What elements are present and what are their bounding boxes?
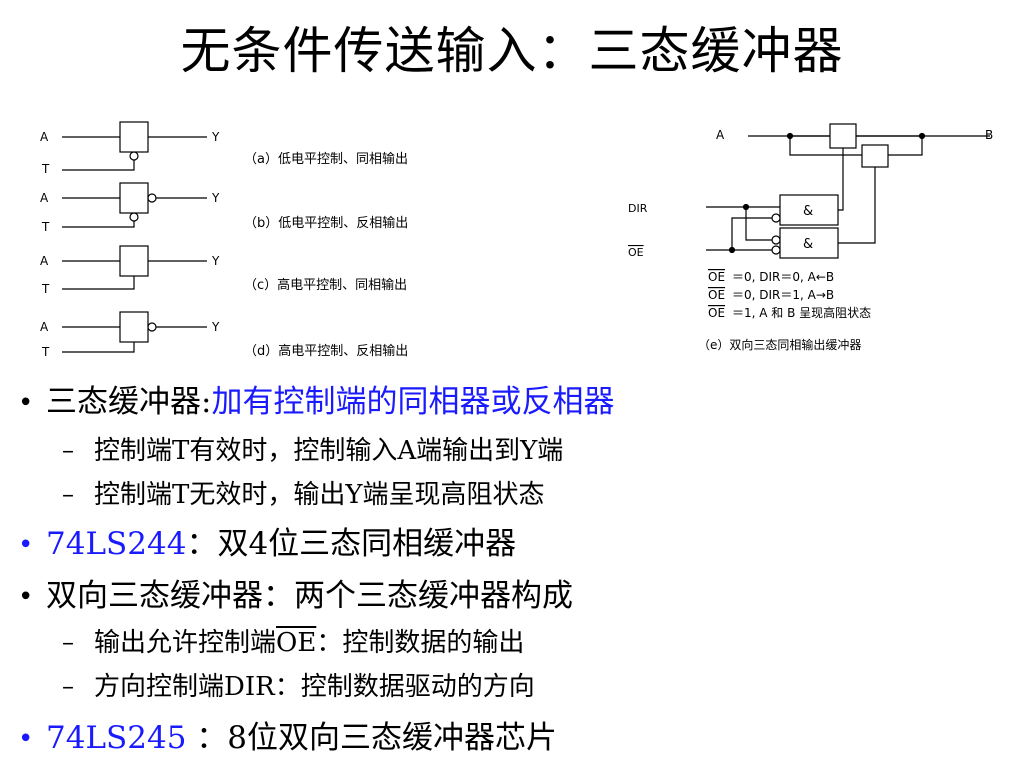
label-t-row-c: T (41, 282, 50, 296)
label-a-row-b: A (40, 191, 49, 205)
bullet-1-highlight: 加有控制端的同相器或反相器 (211, 384, 615, 420)
truth-row-1: ＝0, DIR＝0, A←B (732, 270, 834, 284)
caption-a: （a）低电平控制、同相输出 (244, 151, 408, 167)
label-dir: DIR (628, 202, 648, 215)
slide-title: 无条件传送输入：三态缓冲器 (180, 22, 844, 80)
bullet-dot: • (18, 724, 34, 754)
label-oe: OE (628, 246, 644, 259)
bullet-3-sub-2: 方向控制端DIR：控制数据驱动的方向 (94, 672, 535, 702)
and-gate-1: & (803, 204, 813, 219)
bullet-1: 三态缓冲器:加有控制端的同相器或反相器 (46, 382, 614, 422)
bullet-dot: • (18, 530, 34, 560)
dash-icon: – (62, 672, 74, 700)
and-gate-2: & (803, 237, 813, 252)
bullet-3-sub-1: 输出允许控制端OE：控制数据的输出 (94, 626, 524, 660)
truth-oe-2: OE (708, 288, 725, 302)
bullet-2-highlight: 74LS244 (46, 526, 187, 562)
label-t-row-a: T (41, 162, 50, 176)
label-y-row-c: Y (211, 254, 220, 268)
buffer-circuit-figure: A Y T （a）低电平控制、同相输出 A Y T （b）低电平控制、反相输出 … (40, 121, 993, 359)
bullet-1-sub-1: 控制端T有效时，控制输入A端输出到Y端 (94, 436, 564, 466)
caption-d: （d）高电平控制、反相输出 (244, 343, 408, 359)
bullet-2: 74LS244：双4位三态同相缓冲器 (46, 524, 516, 564)
caption-b: （b）低电平控制、反相输出 (244, 215, 408, 231)
dash-icon: – (62, 480, 74, 508)
label-y-row-d: Y (211, 320, 220, 334)
label-right-b: B (985, 128, 993, 142)
bullet-1-text: 三态缓冲器: (46, 384, 212, 420)
truth-oe-3: OE (708, 306, 725, 320)
bullet-1-sub-2: 控制端T无效时，输出Y端呈现高阻状态 (94, 480, 545, 510)
label-y-row-b: Y (211, 191, 220, 205)
oe-label: OE (276, 628, 317, 658)
label-t-row-d: T (41, 345, 50, 359)
bullet-dot: • (18, 582, 34, 612)
bullet-4-highlight: 74LS245 (46, 720, 187, 756)
label-y-row-a: Y (211, 130, 220, 144)
dash-icon: – (62, 628, 74, 656)
bullet-4: 74LS245 ：8位双向三态缓冲器芯片 (46, 718, 557, 758)
label-t-row-b: T (41, 220, 50, 234)
label-a-row-c: A (40, 254, 49, 268)
label-right-a: A (716, 128, 725, 142)
caption-e: （e）双向三态同相输出缓冲器 (698, 337, 861, 352)
bullet-4-text: ：8位双向三态缓冲器芯片 (186, 720, 558, 756)
truth-row-2: ＝0, DIR＝1, A→B (732, 288, 834, 302)
bullet-3-sub-1-text: 输出允许控制端 (94, 628, 277, 658)
label-a-row-a: A (40, 130, 49, 144)
bullet-3-sub-1-rest: ：控制数据的输出 (316, 628, 525, 658)
truth-row-3: ＝1, A 和 B 呈现高阻状态 (732, 305, 871, 320)
truth-oe-1: OE (708, 270, 725, 284)
dash-icon: – (62, 436, 74, 464)
bullet-dot: • (18, 388, 34, 418)
bullet-2-text: ：双4位三态同相缓冲器 (186, 526, 517, 562)
label-a-row-d: A (40, 320, 49, 334)
bullet-3: 双向三态缓冲器：两个三态缓冲器构成 (46, 578, 573, 614)
caption-c: （c）高电平控制、同相输出 (244, 277, 407, 293)
